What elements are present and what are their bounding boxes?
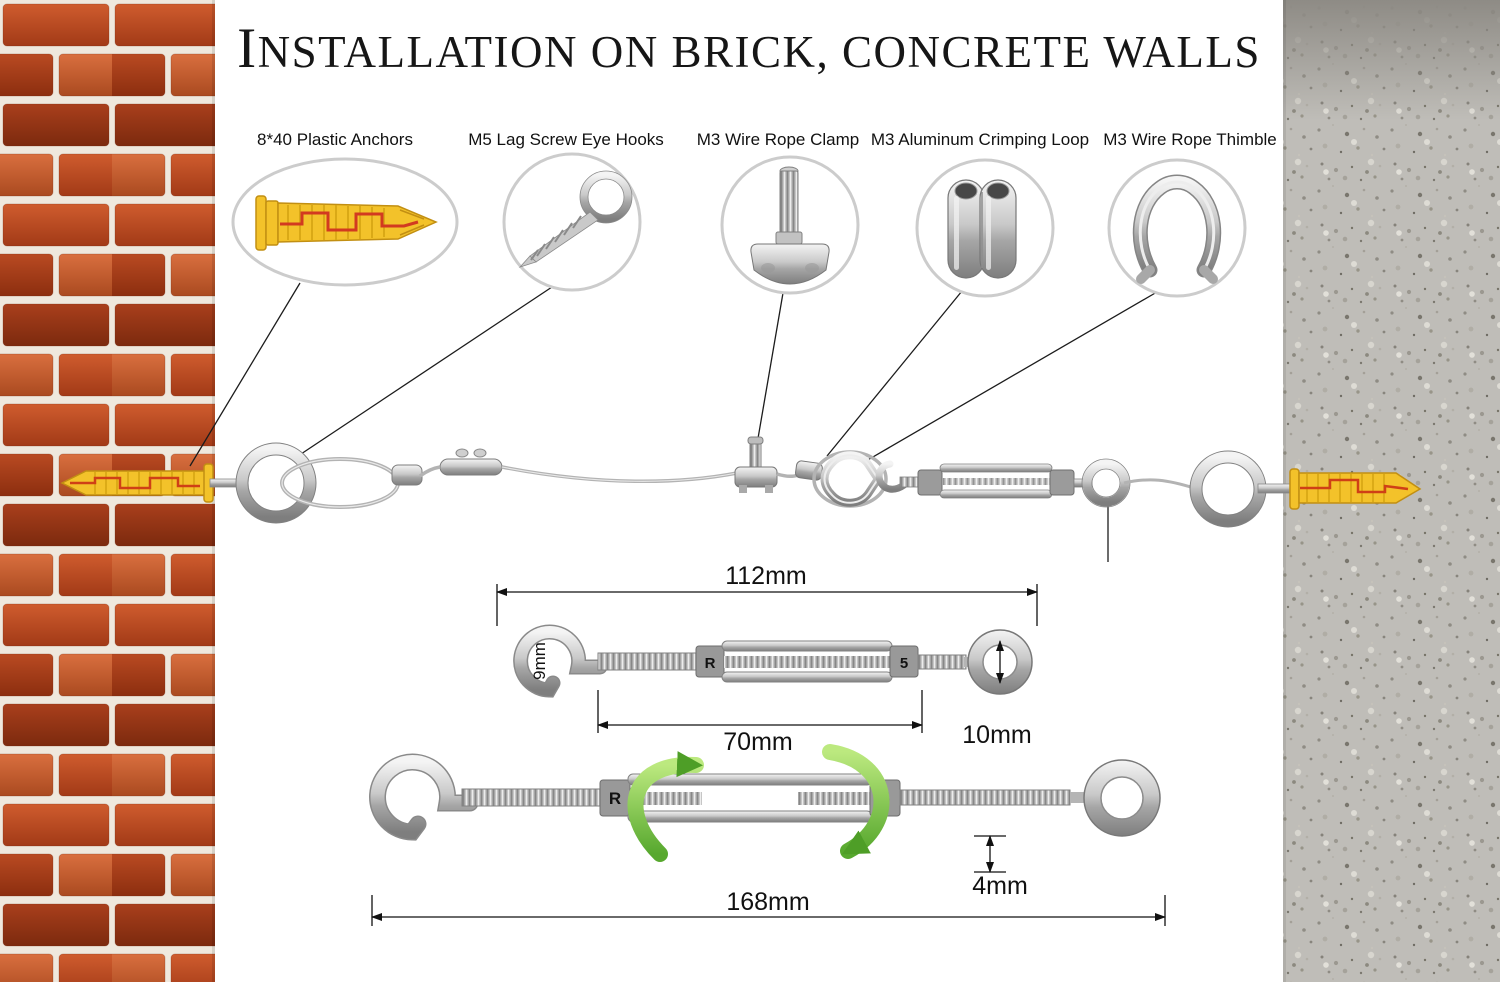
wire-rope-thimble-illustration <box>1132 174 1222 284</box>
right-plastic-anchor <box>1289 468 1422 510</box>
wire-rope <box>501 465 738 484</box>
dim-overall-large: 168mm <box>726 888 809 916</box>
left-plastic-anchor <box>60 463 214 503</box>
wire-sleeve <box>439 448 503 476</box>
turnbuckle-diagram-closed: R 5 <box>513 624 1033 698</box>
wire-rope <box>418 465 441 478</box>
marking-5: 5 <box>900 655 908 672</box>
rotation-arrow-left <box>627 751 704 862</box>
callout-connector-lines <box>189 282 1158 562</box>
dimension-lines <box>371 584 1166 926</box>
right-crimp-and-thimble <box>795 450 888 508</box>
wire-rope-highlight <box>501 466 738 482</box>
marking-r: R <box>705 655 716 672</box>
lag-screw-eye-hook-illustration <box>518 170 633 268</box>
assembly-turnbuckle <box>875 458 1131 508</box>
wall-to-wall-assembly <box>60 436 1422 528</box>
dim-body: 70mm <box>723 728 792 756</box>
callout-label-eye-hooks: M5 Lag Screw Eye Hooks <box>468 130 664 149</box>
plastic-anchor-illustration <box>255 195 438 251</box>
callout-label-thimble: M3 Wire Rope Thimble <box>1103 130 1277 149</box>
center-wire-rope-clamp <box>734 436 778 493</box>
aluminum-crimping-loop-illustration <box>947 179 1017 279</box>
wire-rope <box>1123 478 1195 490</box>
dim-hook-opening: 9mm <box>530 642 549 680</box>
right-eye-bolt <box>1189 450 1293 528</box>
turnbuckle-diagram-open: R 5 <box>369 744 1161 862</box>
left-eye-hook <box>209 442 317 524</box>
rotation-arrow-right <box>822 744 890 859</box>
callout-label-crimping-loop: M3 Aluminum Crimping Loop <box>870 130 1090 149</box>
callout-label-wire-rope-clamp: M3 Wire Rope Clamp <box>696 130 860 149</box>
dim-overall-small: 112mm <box>725 562 807 590</box>
wire-rope-clamp-illustration <box>750 166 830 285</box>
marking-r: R <box>609 789 621 808</box>
dim-rod: 4mm <box>972 872 1028 900</box>
callout-label-plastic-anchors: 8*40 Plastic Anchors <box>257 130 413 149</box>
left-wire-loop <box>280 457 423 509</box>
dim-eye: 10mm <box>962 721 1031 749</box>
page-title: INSTALLATION ON BRICK, CONCRETE WALLS <box>237 17 1261 80</box>
